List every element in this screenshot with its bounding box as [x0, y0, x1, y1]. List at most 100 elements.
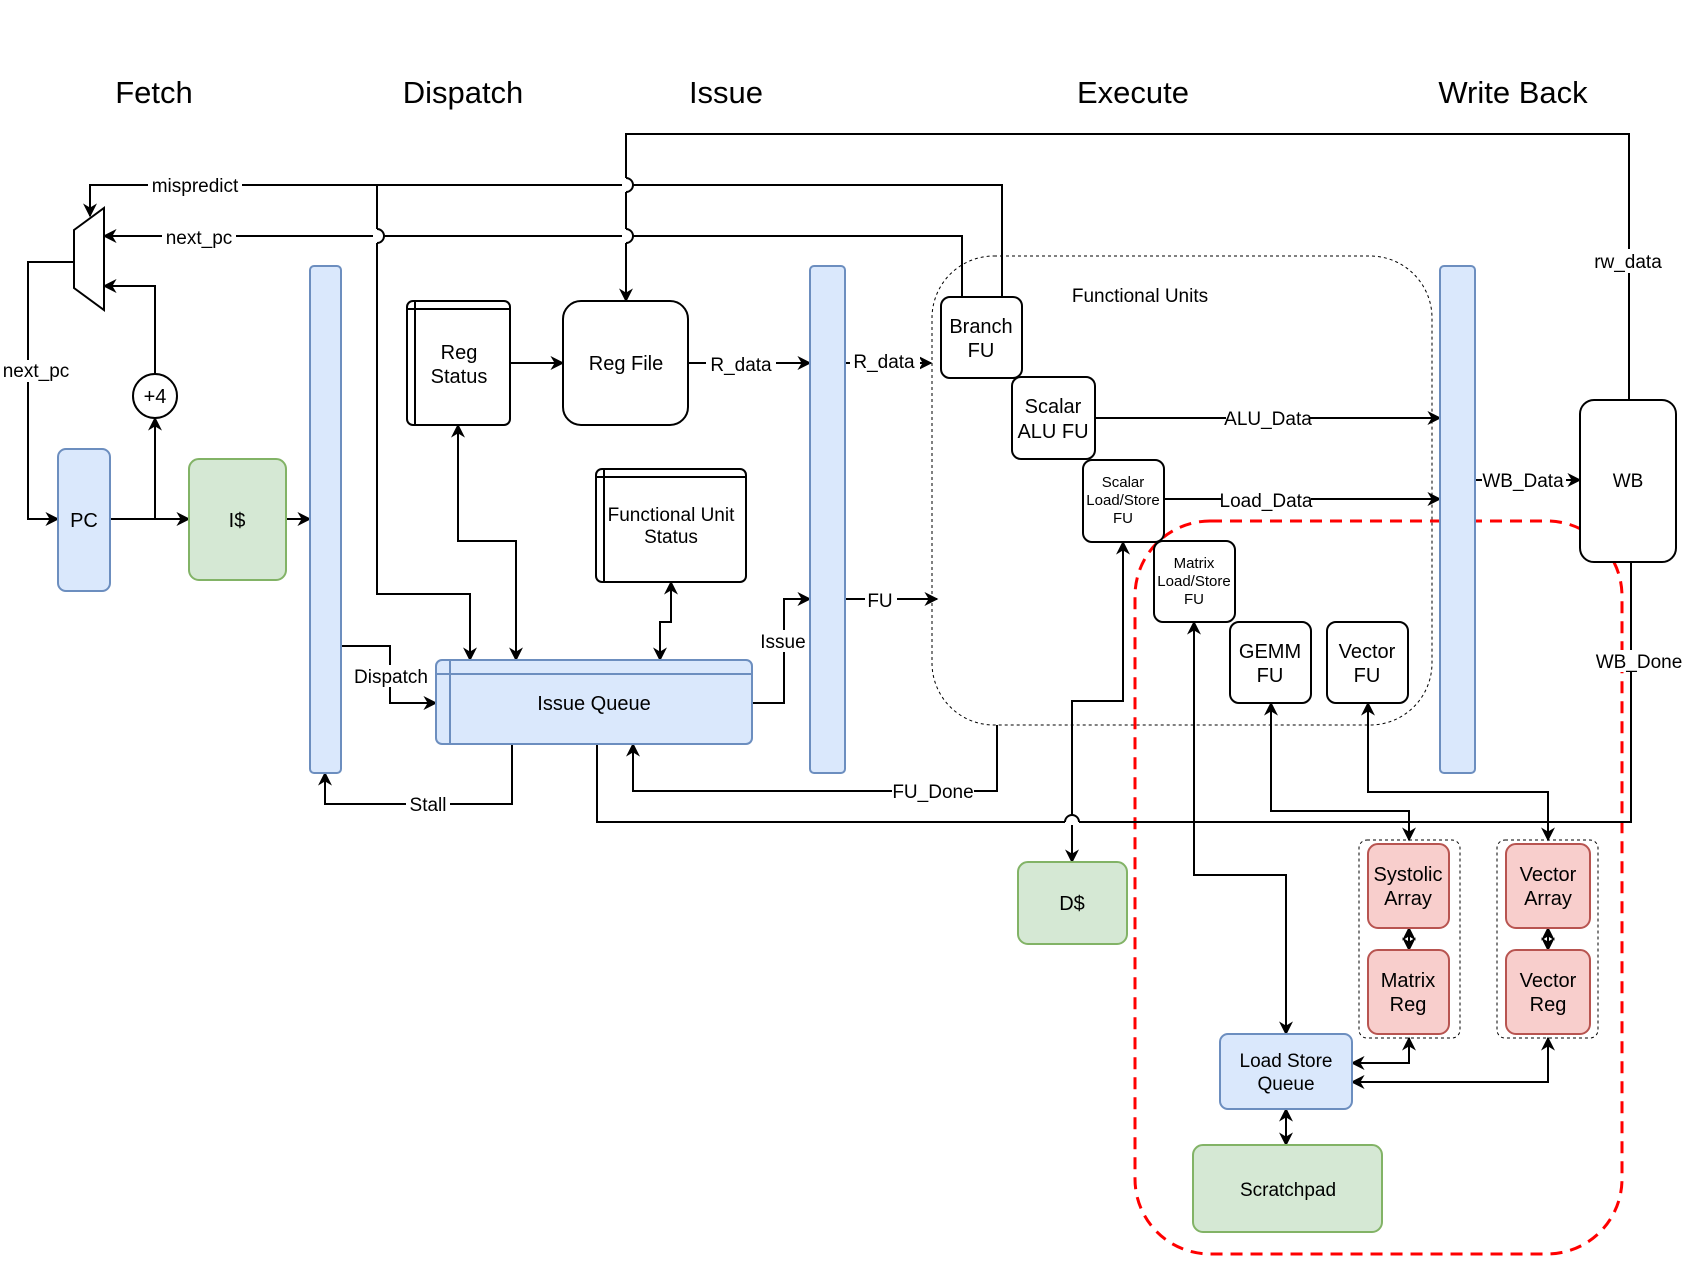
- scratchpad-label: Scratchpad: [1240, 1180, 1336, 1201]
- fu-status-label-2: Status: [644, 527, 698, 548]
- issue-label: Issue: [760, 632, 805, 653]
- plus4-to-mux-wire: [102, 279, 156, 374]
- next-pc-top-label: next_pc: [166, 228, 233, 249]
- lsq-label-1: Load Store: [1240, 1051, 1333, 1072]
- vector-array-label-2: Array: [1524, 888, 1572, 910]
- fu-status-table: [595, 468, 747, 583]
- systolic-array-label-1: Systolic: [1374, 864, 1443, 886]
- issue-queue-block: [435, 659, 753, 745]
- stage-issue: Issue: [689, 75, 763, 110]
- branch-fu-label-1: Branch: [949, 316, 1012, 338]
- load-store-queue-block: [1219, 1033, 1353, 1110]
- pc-register: [57, 448, 111, 592]
- fu-label: FU: [867, 591, 892, 612]
- functional-units-title: Functional Units: [1072, 286, 1208, 307]
- scalar-lsfu-label-2: Load/Store: [1086, 492, 1159, 509]
- scratchpad-block: [1192, 1144, 1383, 1233]
- icache-label: I$: [229, 510, 246, 532]
- rw-data-wire: [619, 133, 1630, 400]
- fu-done-wire: [626, 725, 998, 792]
- stage-write-back: Write Back: [1438, 75, 1588, 110]
- reg-status-table: [406, 300, 511, 426]
- vector-array-label-1: Vector: [1520, 864, 1577, 886]
- icache-block: [188, 458, 287, 581]
- reg-status-label-1: Reg: [441, 342, 478, 364]
- scalar-alu-fu-label-1: Scalar: [1025, 396, 1082, 418]
- matrix-ls-lsq-wire: [1187, 620, 1293, 1036]
- scalar-ls-dcache-wire: [1065, 540, 1130, 864]
- fu-done-label: FU_Done: [892, 782, 973, 803]
- next-pc-left-label: next_pc: [3, 361, 70, 382]
- matrix-lsfu-label-1: Matrix: [1174, 555, 1215, 572]
- vectorfu-vectorarray-wire: [1361, 701, 1555, 842]
- stage-execute: Execute: [1077, 75, 1189, 110]
- r-data-label-1: R_data: [710, 355, 772, 376]
- alu-data-label: ALU_Data: [1224, 409, 1312, 430]
- mux-to-pc-wire: [27, 261, 74, 526]
- reg-file-label: Reg File: [589, 353, 663, 375]
- lsq-label-2: Queue: [1257, 1074, 1314, 1095]
- scalar-load-store-fu-block: [1082, 459, 1165, 543]
- plus4-adder: [132, 373, 178, 419]
- gemm-fu-block: [1229, 621, 1312, 704]
- dcache-label: D$: [1059, 893, 1085, 915]
- dcache-block: [1017, 861, 1128, 945]
- pc-to-plus4-wire: [110, 416, 162, 520]
- branch-fu-label-2: FU: [968, 340, 995, 362]
- branch-fu-block: [940, 296, 1023, 379]
- lsq-vector-group-wire: [1350, 1036, 1555, 1089]
- systolic-array-block: [1367, 843, 1450, 929]
- accelerator-region: [1133, 519, 1624, 1256]
- functional-units-container: [931, 255, 1433, 726]
- next-pc-mux: [73, 206, 105, 312]
- stall-label: Stall: [410, 795, 447, 816]
- vector-fu-label-1: Vector: [1339, 641, 1396, 663]
- scalar-alu-fu-label-2: ALU FU: [1017, 421, 1088, 443]
- systolic-array-label-2: Array: [1384, 888, 1432, 910]
- lsq-systolic-group-wire: [1350, 1036, 1416, 1070]
- wb-block: [1579, 399, 1677, 563]
- matrix-lsfu-label-2: Load/Store: [1157, 573, 1230, 590]
- scalar-lsfu-label-3: FU: [1113, 510, 1133, 527]
- wb-label: WB: [1613, 471, 1644, 492]
- line-jumps: [373, 177, 1080, 825]
- scalar-lsfu-label-1: Scalar: [1102, 474, 1145, 491]
- gemm-fu-label-1: GEMM: [1239, 641, 1301, 663]
- next-pc-wire: [102, 229, 963, 297]
- gemm-systolic-wire: [1264, 701, 1416, 842]
- matrix-reg-label-1: Matrix: [1381, 970, 1435, 992]
- vector-fu-block: [1326, 621, 1409, 704]
- gemm-fu-label-2: FU: [1257, 665, 1284, 687]
- pc-label: PC: [70, 510, 98, 532]
- stage-fetch: Fetch: [115, 75, 193, 110]
- mispredict-label: mispredict: [152, 176, 239, 197]
- vector-array-block: [1505, 843, 1591, 929]
- stage-dispatch: Dispatch: [403, 75, 524, 110]
- load-data-label: Load_Data: [1220, 491, 1313, 512]
- issue-queue-label: Issue Queue: [537, 693, 650, 715]
- fetch-dispatch-pipeline-reg: [309, 265, 342, 774]
- reg-status-issue-queue-wire: [451, 423, 523, 662]
- rw-data-label: rw_data: [1594, 252, 1662, 273]
- wb-data-label: WB_Data: [1482, 471, 1564, 492]
- r-data-label-2: R_data: [853, 352, 915, 373]
- issue-execute-pipeline-reg: [809, 265, 846, 774]
- reg-status-label-2: Status: [431, 366, 488, 388]
- matrix-reg-block: [1367, 949, 1450, 1035]
- vector-reg-label-1: Vector: [1520, 970, 1577, 992]
- vector-fu-label-2: FU: [1354, 665, 1381, 687]
- execute-writeback-pipeline-reg: [1439, 265, 1476, 774]
- reg-file-block: [562, 300, 689, 426]
- scalar-alu-fu-block: [1011, 376, 1096, 460]
- dispatch-label: Dispatch: [354, 667, 428, 688]
- mispredict-wire: [83, 184, 1003, 297]
- fu-status-label-1: Functional Unit: [608, 505, 735, 526]
- fu-status-issue-queue-wire: [653, 580, 678, 662]
- vector-reg-block: [1505, 949, 1591, 1035]
- matrix-reg-label-2: Reg: [1390, 994, 1427, 1016]
- vector-reg-label-2: Reg: [1530, 994, 1567, 1016]
- wb-done-label: WB_Done: [1596, 652, 1683, 673]
- matrix-lsfu-label-3: FU: [1184, 591, 1204, 608]
- matrix-load-store-fu-block: [1153, 540, 1236, 623]
